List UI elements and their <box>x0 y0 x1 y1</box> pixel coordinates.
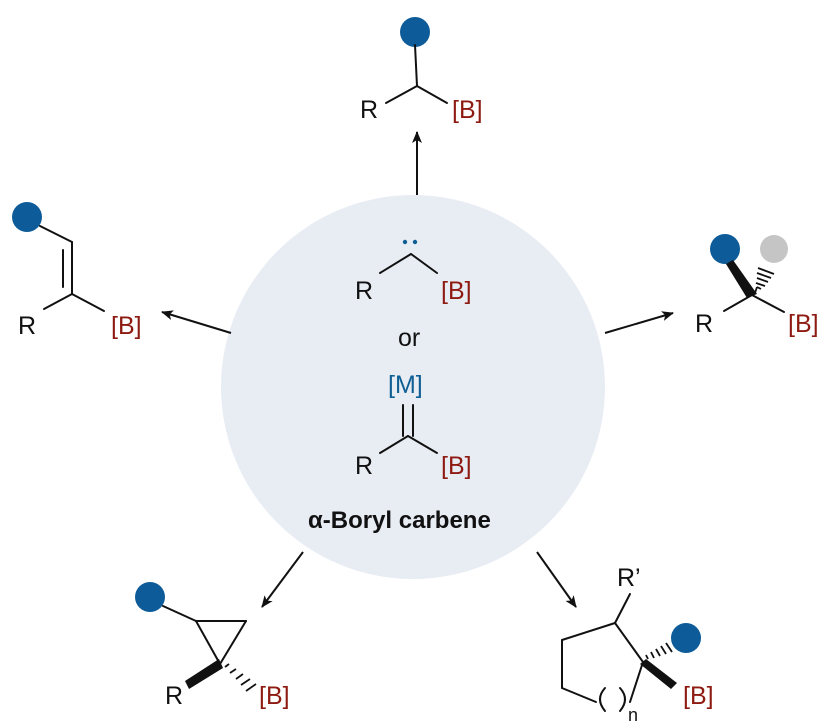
substituent-dot <box>400 17 430 47</box>
bl-r-label: R <box>165 682 183 710</box>
product-right-chiral-boronate: R [B] <box>695 234 819 338</box>
gray-substituent-dot <box>760 235 788 263</box>
carbene-r-label: R <box>355 277 373 305</box>
carbene-title: α-Boryl carbene <box>308 507 491 534</box>
top-r-label: R <box>360 96 378 124</box>
product-bottom-left-cyclopropylboronate: R [B] <box>135 582 290 710</box>
metal-carbene-r-label: R <box>355 452 373 480</box>
metal-label: [M] <box>388 371 423 399</box>
left-boron-label: [B] <box>111 312 142 340</box>
arrow-right <box>604 311 674 334</box>
arrow-left <box>161 310 232 334</box>
or-label: or <box>398 324 420 352</box>
free-carbene: R [B] <box>355 239 472 305</box>
metal-carbene-boron-label: [B] <box>441 452 472 480</box>
bl-boron-label: [B] <box>259 682 290 710</box>
product-left-vinylboronate: R [B] <box>12 202 142 340</box>
r-prime-label: R’ <box>617 564 641 592</box>
arrow-down-right <box>536 551 577 608</box>
right-r-label: R <box>695 310 713 338</box>
n-label: n <box>628 705 638 725</box>
arrow-down-left <box>261 551 304 608</box>
product-top-alkylboronate: R [B] <box>360 17 483 124</box>
carbene-boron-label: [B] <box>441 277 472 305</box>
br-boron-label: [B] <box>683 682 714 710</box>
top-boron-label: [B] <box>452 96 483 124</box>
product-bottom-right-cyclic-boronate: R’ n [B] <box>561 564 714 725</box>
right-boron-label: [B] <box>788 310 819 338</box>
metal-carbene: [M] R [B] <box>355 371 472 480</box>
substituent-dot <box>135 582 165 612</box>
substituent-dot <box>12 202 42 232</box>
left-r-label: R <box>18 312 36 340</box>
substituent-dot <box>671 623 701 653</box>
central-circle <box>221 195 605 579</box>
substituent-dot <box>710 234 740 264</box>
